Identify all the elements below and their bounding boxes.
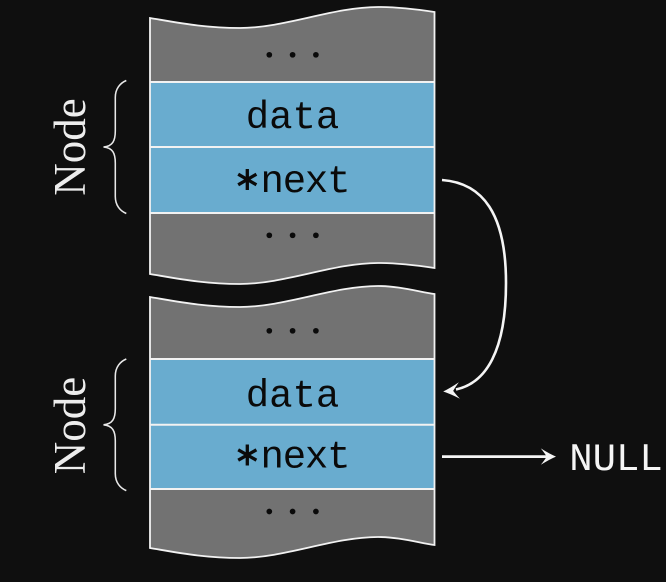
svg-text:NULL: NULL xyxy=(569,438,663,482)
svg-text:Node: Node xyxy=(45,98,95,195)
svg-text:next: next xyxy=(261,436,350,480)
svg-text:next: next xyxy=(261,160,350,204)
svg-text:Node: Node xyxy=(45,377,95,474)
svg-text:data: data xyxy=(246,96,340,140)
svg-text:data: data xyxy=(246,375,340,419)
